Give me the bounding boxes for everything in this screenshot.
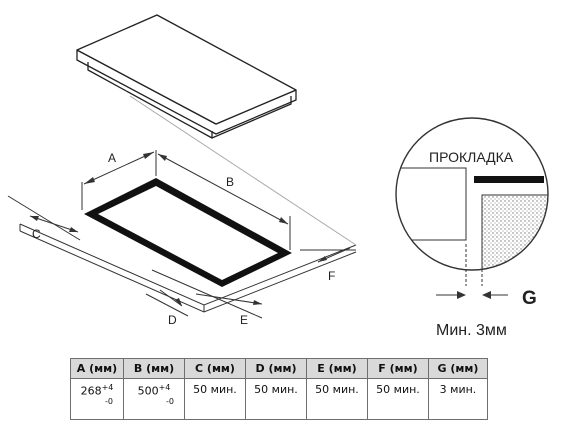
cell-b-tol-plus: +4 xyxy=(158,383,171,392)
dim-d-line xyxy=(159,289,183,307)
cell-c-value: 50 мин. xyxy=(193,383,237,396)
hob-base-frame xyxy=(87,62,213,139)
dim-e-ext xyxy=(151,269,263,319)
header-b: B (мм) xyxy=(123,358,185,379)
cell-a-tol-minus: -0 xyxy=(105,396,113,406)
arrow-a-left xyxy=(84,177,95,184)
cell-d-value: 50 мин. xyxy=(254,383,298,396)
header-a: A (мм) xyxy=(70,358,124,379)
dim-a-line xyxy=(83,151,155,185)
cell-a-value: 268 xyxy=(80,384,102,398)
label-d: D xyxy=(168,313,177,327)
gap-arrows xyxy=(457,291,491,299)
table-header-row: A (мм) B (мм) C (мм) D (мм) E (мм) F (мм… xyxy=(70,358,488,379)
cell-f: 50 мин. xyxy=(367,378,429,420)
detail-circle xyxy=(395,117,549,271)
arrow-f xyxy=(318,256,327,262)
label-c: C xyxy=(32,227,41,241)
header-c: C (мм) xyxy=(184,358,246,379)
detail-hob-profile xyxy=(396,167,467,241)
table-row: 268+4 -0 500+4 -0 50 мин. 50 мин. 50 мин… xyxy=(70,378,488,420)
header-d: D (мм) xyxy=(245,358,307,379)
cell-g: 3 мин. xyxy=(428,378,488,420)
cell-d: 50 мин. xyxy=(245,378,307,420)
label-b: B xyxy=(226,175,234,189)
label-e: E xyxy=(240,313,248,327)
dim-b-line xyxy=(157,153,289,225)
hob-top-surface xyxy=(76,14,297,125)
worktop xyxy=(19,95,357,313)
dimension-arrows xyxy=(30,152,327,306)
worktop-back-edge xyxy=(129,95,357,246)
hob-base-frame-side xyxy=(211,96,292,139)
arrow-b-bottom xyxy=(279,217,288,224)
arrow-e xyxy=(253,300,262,305)
header-f: F (мм) xyxy=(367,358,429,379)
worktop-section xyxy=(481,194,548,270)
gap-label: G xyxy=(522,288,537,309)
gasket-label: ПРОКЛАДКА xyxy=(429,149,514,165)
detail-callout: ПРОКЛАДКА G Мин. 3мм xyxy=(395,117,549,339)
dim-c-line xyxy=(29,215,79,233)
cell-e: 50 мин. xyxy=(306,378,368,420)
min-gap-label: Мин. 3мм xyxy=(436,322,507,339)
detail-interior xyxy=(396,167,548,270)
cutout-inner xyxy=(98,186,278,280)
arrow-a-right xyxy=(143,152,154,159)
arrow-d xyxy=(175,298,182,306)
label-f: F xyxy=(328,269,335,283)
dimension-table: A (мм) B (мм) C (мм) D (мм) E (мм) F (мм… xyxy=(70,358,488,420)
dimension-labels: A B C D E F xyxy=(32,151,335,327)
cell-a: 268+4 -0 xyxy=(70,378,124,420)
cell-e-value: 50 мин. xyxy=(315,383,359,396)
dim-c-ext-left xyxy=(7,195,81,241)
arrow-c-right xyxy=(69,227,78,232)
header-g: G (мм) xyxy=(428,358,488,379)
header-e: E (мм) xyxy=(306,358,368,379)
label-a: A xyxy=(108,151,116,165)
gap-guide-lines xyxy=(465,244,483,286)
cell-f-value: 50 мин. xyxy=(376,383,420,396)
cell-b: 500+4 -0 xyxy=(123,378,185,420)
dim-e-line xyxy=(195,293,263,305)
arrow-c-left xyxy=(30,216,39,221)
hob-appliance xyxy=(76,14,297,139)
cell-b-tol-minus: -0 xyxy=(166,396,174,406)
cutout-opening xyxy=(84,178,292,287)
cell-b-value: 500 xyxy=(137,384,159,398)
cell-a-tol-plus: +4 xyxy=(101,383,114,392)
cell-g-value: 3 мин. xyxy=(439,383,477,396)
arrow-b-top xyxy=(158,154,167,161)
dim-d-ext xyxy=(145,293,189,317)
cell-c: 50 мин. xyxy=(184,378,246,420)
gasket-strip xyxy=(474,176,544,183)
